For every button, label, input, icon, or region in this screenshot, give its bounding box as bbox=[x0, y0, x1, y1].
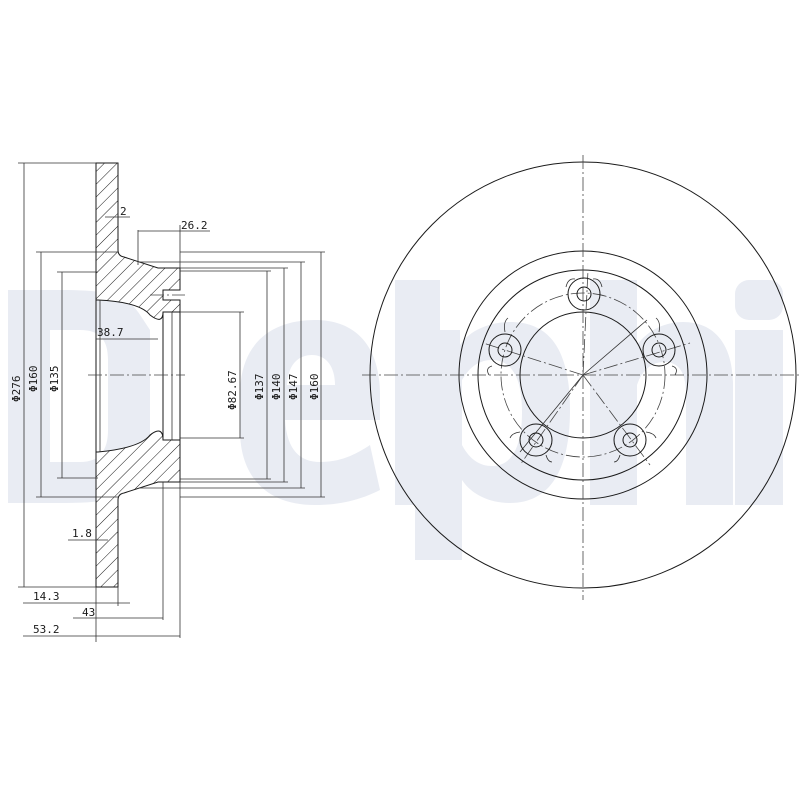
dim-outer-diameter: Φ276 bbox=[10, 376, 23, 403]
dim-min-thickness-1-8: 1.8 bbox=[72, 527, 92, 540]
dim-diameter-137: Φ137 bbox=[253, 374, 266, 401]
bolt-hole-bottom-left bbox=[509, 423, 553, 463]
bolt-hole-left bbox=[487, 317, 522, 376]
dim-diameter-140: Φ140 bbox=[270, 374, 283, 401]
front-view bbox=[362, 155, 800, 600]
dim-center-bore-diameter: Φ82.67 bbox=[226, 370, 239, 410]
bolt-hole-top bbox=[565, 277, 603, 311]
dim-diameter-147: Φ147 bbox=[287, 374, 300, 401]
watermark-logo bbox=[8, 280, 783, 560]
dim-friction-ring-diameter: Φ160 bbox=[27, 366, 40, 393]
dim-depth-26-2: 26.2 bbox=[181, 219, 208, 232]
section-view: Φ276 Φ160 Φ135 Φ82.67 Φ137 Φ140 Φ147 Φ16… bbox=[10, 162, 325, 642]
bolt-hole-right bbox=[642, 317, 677, 376]
dim-depth-38-7: 38.7 bbox=[97, 326, 124, 339]
bolt-hole-bottom-right bbox=[613, 423, 657, 463]
disc-lower-section bbox=[95, 430, 181, 588]
dim-height-53-2: 53.2 bbox=[33, 623, 60, 636]
dim-hat-inner-diameter: Φ135 bbox=[48, 366, 61, 393]
dim-thickness-14-3: 14.3 bbox=[33, 590, 60, 603]
dim-offset-2: 2 bbox=[120, 205, 127, 218]
dim-diameter-160-right: Φ160 bbox=[308, 374, 321, 401]
dim-height-43: 43 bbox=[82, 606, 95, 619]
